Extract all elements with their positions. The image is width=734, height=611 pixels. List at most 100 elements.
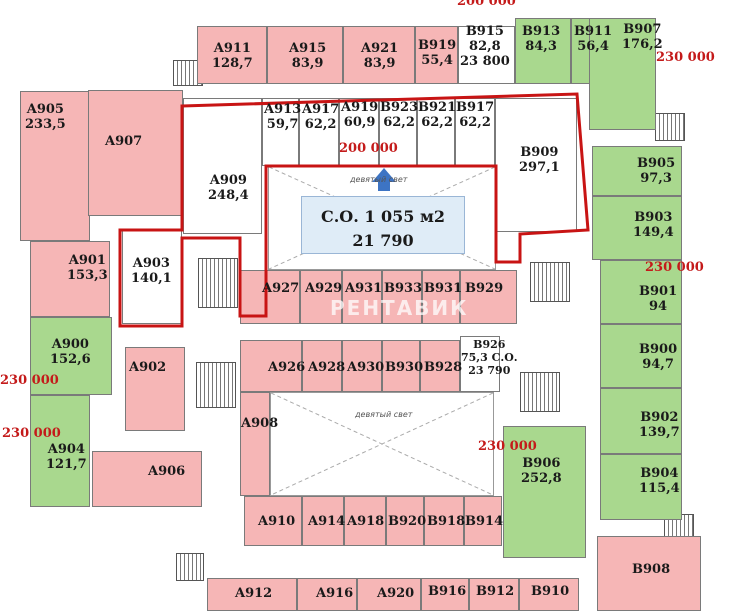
label-A906: A906 bbox=[148, 464, 186, 479]
unit-B906[interactable] bbox=[503, 426, 586, 558]
lift-right bbox=[530, 262, 570, 302]
unit-A907[interactable] bbox=[88, 90, 183, 216]
unit-A929[interactable] bbox=[300, 270, 342, 324]
unit-B901[interactable] bbox=[600, 260, 682, 324]
unit-B929[interactable] bbox=[460, 270, 517, 324]
label-B933: B933 bbox=[384, 281, 423, 296]
label-A914: A914 bbox=[308, 514, 346, 529]
center-block-label: С.О. 1 055 м2 bbox=[320, 207, 446, 226]
unit-A919[interactable] bbox=[339, 98, 379, 166]
unit-A928[interactable] bbox=[302, 340, 342, 392]
unit-A917[interactable] bbox=[299, 98, 339, 166]
label-B908: B908 bbox=[632, 562, 671, 577]
label-A929: A929 bbox=[305, 281, 343, 296]
label-A927: A927 bbox=[262, 281, 300, 296]
price-left-a: 230 000 bbox=[0, 373, 59, 388]
price-center: 200 000 bbox=[339, 141, 398, 156]
unit-B926[interactable] bbox=[460, 336, 500, 392]
unit-A901[interactable] bbox=[30, 241, 110, 317]
unit-A916[interactable] bbox=[297, 578, 357, 611]
unit-B909[interactable] bbox=[495, 98, 577, 232]
unit-B905[interactable] bbox=[592, 146, 682, 196]
price-right-mid: 230 000 bbox=[645, 260, 704, 275]
unit-B913[interactable] bbox=[515, 18, 571, 84]
unit-B921[interactable] bbox=[417, 98, 455, 166]
unit-B908[interactable] bbox=[597, 536, 701, 611]
unit-B912[interactable] bbox=[469, 578, 519, 611]
label-B918: B918 bbox=[427, 514, 466, 529]
unit-A930[interactable] bbox=[342, 340, 382, 392]
unit-B923[interactable] bbox=[379, 98, 417, 166]
unit-B903[interactable] bbox=[592, 196, 682, 260]
center-block[interactable] bbox=[301, 196, 465, 254]
unit-B902[interactable] bbox=[600, 388, 682, 454]
unit-A921[interactable] bbox=[343, 26, 415, 84]
lift-left-2 bbox=[196, 362, 236, 408]
unit-A908[interactable] bbox=[240, 392, 270, 496]
unit-A906[interactable] bbox=[92, 451, 202, 507]
label-A926: A926 bbox=[268, 360, 306, 375]
stair-bottom-left bbox=[176, 553, 204, 581]
unit-A905[interactable] bbox=[20, 91, 90, 241]
unit-B919[interactable] bbox=[415, 26, 458, 84]
price-left-b: 230 000 bbox=[2, 426, 61, 441]
unit-A904[interactable] bbox=[30, 395, 90, 507]
label-B920: B920 bbox=[388, 514, 427, 529]
label-A930: A930 bbox=[347, 360, 385, 375]
unit-B928[interactable] bbox=[420, 340, 460, 392]
unit-B907[interactable] bbox=[589, 18, 656, 130]
unit-A902[interactable] bbox=[125, 347, 185, 431]
unit-A911[interactable] bbox=[197, 26, 267, 84]
unit-B931[interactable] bbox=[422, 270, 460, 324]
price-bottom-mid: 230 000 bbox=[478, 439, 537, 454]
price-top: 200 000 bbox=[457, 0, 516, 9]
unit-B933[interactable] bbox=[382, 270, 422, 324]
watermark: РЕНТАВИК bbox=[330, 296, 469, 320]
unit-A909[interactable] bbox=[183, 98, 262, 234]
unit-A910[interactable] bbox=[244, 496, 302, 546]
unit-B900[interactable] bbox=[600, 324, 682, 388]
unit-A931[interactable] bbox=[342, 270, 382, 324]
unit-A918[interactable] bbox=[344, 496, 386, 546]
label-B928: B928 bbox=[424, 360, 463, 375]
unit-A915[interactable] bbox=[267, 26, 343, 84]
label-A910: A910 bbox=[258, 514, 296, 529]
label-B931: B931 bbox=[424, 281, 463, 296]
label-B912: B912 bbox=[476, 584, 515, 599]
unit-B904[interactable] bbox=[600, 454, 682, 520]
label-B910: B910 bbox=[531, 584, 570, 599]
unit-B930[interactable] bbox=[382, 340, 420, 392]
label-A931: A931 bbox=[345, 281, 383, 296]
unit-B920[interactable] bbox=[386, 496, 424, 546]
lift-left bbox=[198, 258, 238, 308]
unit-B918[interactable] bbox=[424, 496, 464, 546]
unit-A914[interactable] bbox=[302, 496, 344, 546]
unit-A926[interactable] bbox=[240, 340, 302, 392]
unit-B914[interactable] bbox=[464, 496, 502, 546]
unit-A900[interactable] bbox=[30, 317, 112, 395]
unit-B915[interactable] bbox=[458, 26, 515, 84]
